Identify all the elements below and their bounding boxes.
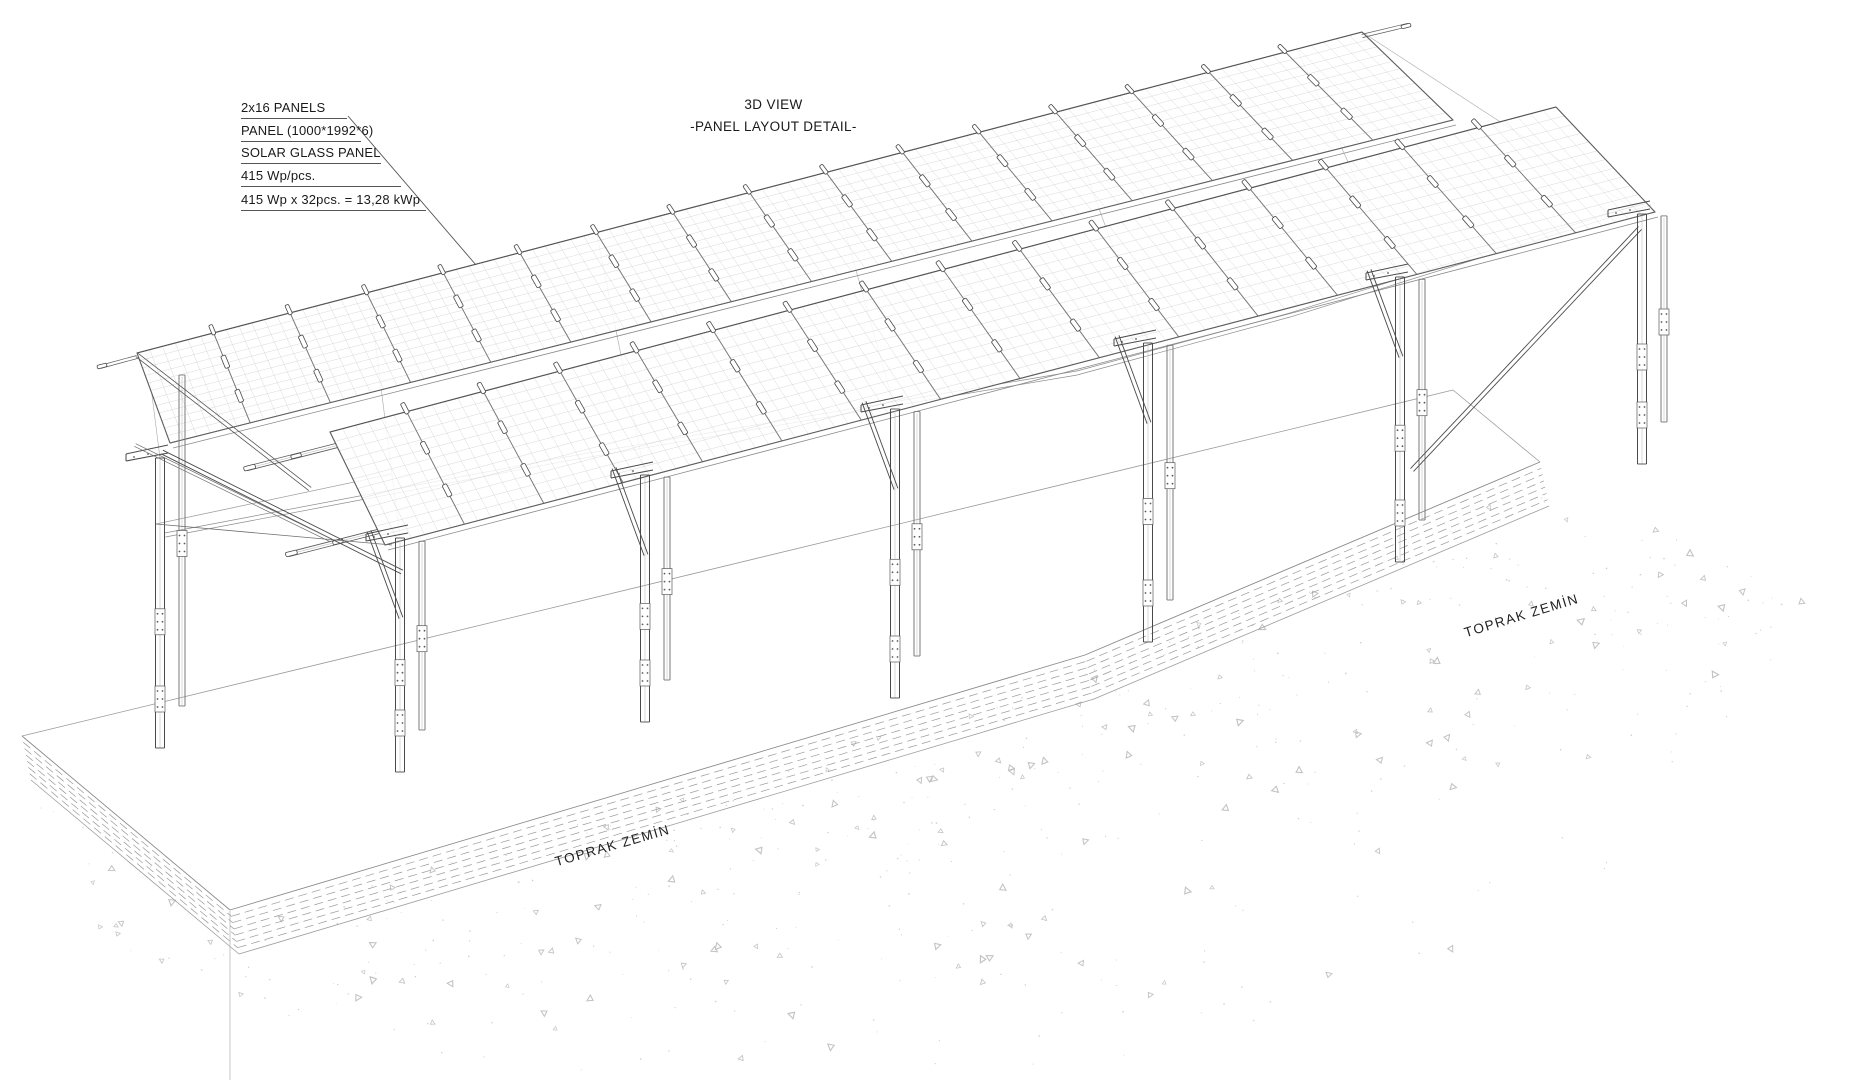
drawing-layers xyxy=(21,22,1806,1080)
annotation-line-panels: 2x16 PANELS xyxy=(241,100,347,119)
annotation-line-panel-type: SOLAR GLASS PANEL xyxy=(241,145,381,164)
annotation-line-total-kwp: 415 Wp x 32pcs. = 13,28 kWp xyxy=(241,192,426,211)
view-title-line1: 3D VIEW xyxy=(744,97,803,112)
view-title: 3D VIEW -PANEL LAYOUT DETAIL- xyxy=(0,94,1547,137)
annotation-line-panel-size: PANEL (1000*1992*6) xyxy=(241,123,373,142)
view-title-line2: -PANEL LAYOUT DETAIL- xyxy=(690,118,857,134)
annotation-line-wp: 415 Wp/pcs. xyxy=(241,168,401,187)
